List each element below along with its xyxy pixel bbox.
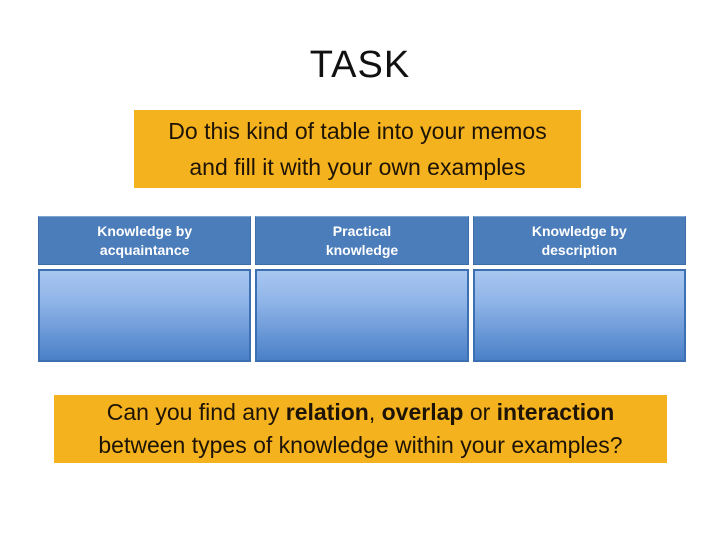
header-practical-line-1: Practical xyxy=(332,222,392,239)
question-segment-relation: relation xyxy=(285,399,369,425)
question-segment-2: , xyxy=(368,399,382,425)
question-segment-interaction: interaction xyxy=(496,399,615,425)
header-acquaintance-line-2: acquaintance xyxy=(99,241,190,258)
knowledge-table: Knowledge by acquaintance Practical know… xyxy=(38,216,686,362)
header-cell-knowledge-by-acquaintance: Knowledge by acquaintance xyxy=(38,216,252,265)
header-description-line-1: Knowledge by xyxy=(531,222,627,239)
header-practical-line-2: knowledge xyxy=(325,241,399,258)
header-cell-knowledge-by-description: Knowledge by description xyxy=(472,216,686,265)
question-segment-overlap: overlap xyxy=(381,399,464,425)
slide-title: TASK xyxy=(309,44,411,86)
question-line-1: Can you find any relation, overlap or in… xyxy=(54,396,667,429)
table-body-cell-description xyxy=(472,269,686,362)
question-line-2: between types of knowledge within your e… xyxy=(98,432,623,458)
header-description-line-2: description xyxy=(541,241,618,258)
header-acquaintance-line-1: Knowledge by xyxy=(97,222,193,239)
table-body-cell-practical xyxy=(255,269,469,362)
table-header-row: Knowledge by acquaintance Practical know… xyxy=(38,216,686,265)
table-body-cell-acquaintance xyxy=(38,269,252,362)
question-box: Can you find any relation, overlap or in… xyxy=(54,395,667,463)
instruction-line-1: Do this kind of table into your memos xyxy=(168,118,547,144)
question-segment-1: Can you find any xyxy=(106,399,286,425)
table-body-row xyxy=(38,269,686,362)
instruction-box: Do this kind of table into your memos an… xyxy=(134,110,581,188)
header-cell-practical-knowledge: Practical knowledge xyxy=(255,216,469,265)
question-segment-3: or xyxy=(463,399,497,425)
instruction-line-2: and fill it with your own examples xyxy=(189,154,526,180)
